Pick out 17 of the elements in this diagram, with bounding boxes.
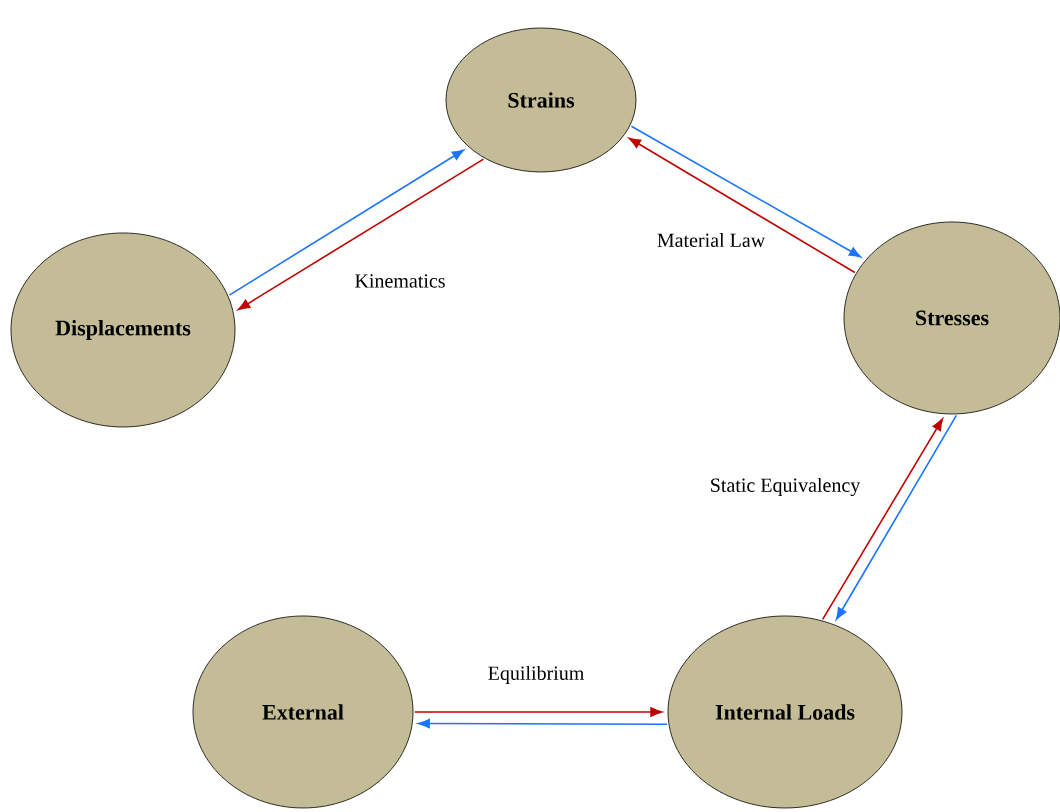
arrow bbox=[413, 707, 663, 717]
arrow bbox=[228, 149, 465, 296]
ellipse-node: Displacements bbox=[10, 232, 236, 428]
relation-label: Material Law bbox=[657, 232, 766, 247]
arrow bbox=[821, 418, 943, 621]
arrow bbox=[628, 137, 856, 274]
ellipse-node: External bbox=[192, 615, 414, 809]
relation-label: Static Equivalency bbox=[711, 477, 861, 497]
arrow bbox=[630, 125, 862, 258]
ellipse-node: Strains bbox=[445, 27, 637, 173]
arrow bbox=[237, 158, 485, 311]
ellipse-node: Stresses bbox=[843, 221, 1060, 415]
ellipse-node: Internal Loads bbox=[667, 615, 903, 809]
relation-label: Equilibrium bbox=[488, 665, 585, 685]
relation-label: Kinematics bbox=[355, 274, 445, 288]
arrow bbox=[835, 414, 958, 620]
arrow bbox=[417, 718, 669, 729]
